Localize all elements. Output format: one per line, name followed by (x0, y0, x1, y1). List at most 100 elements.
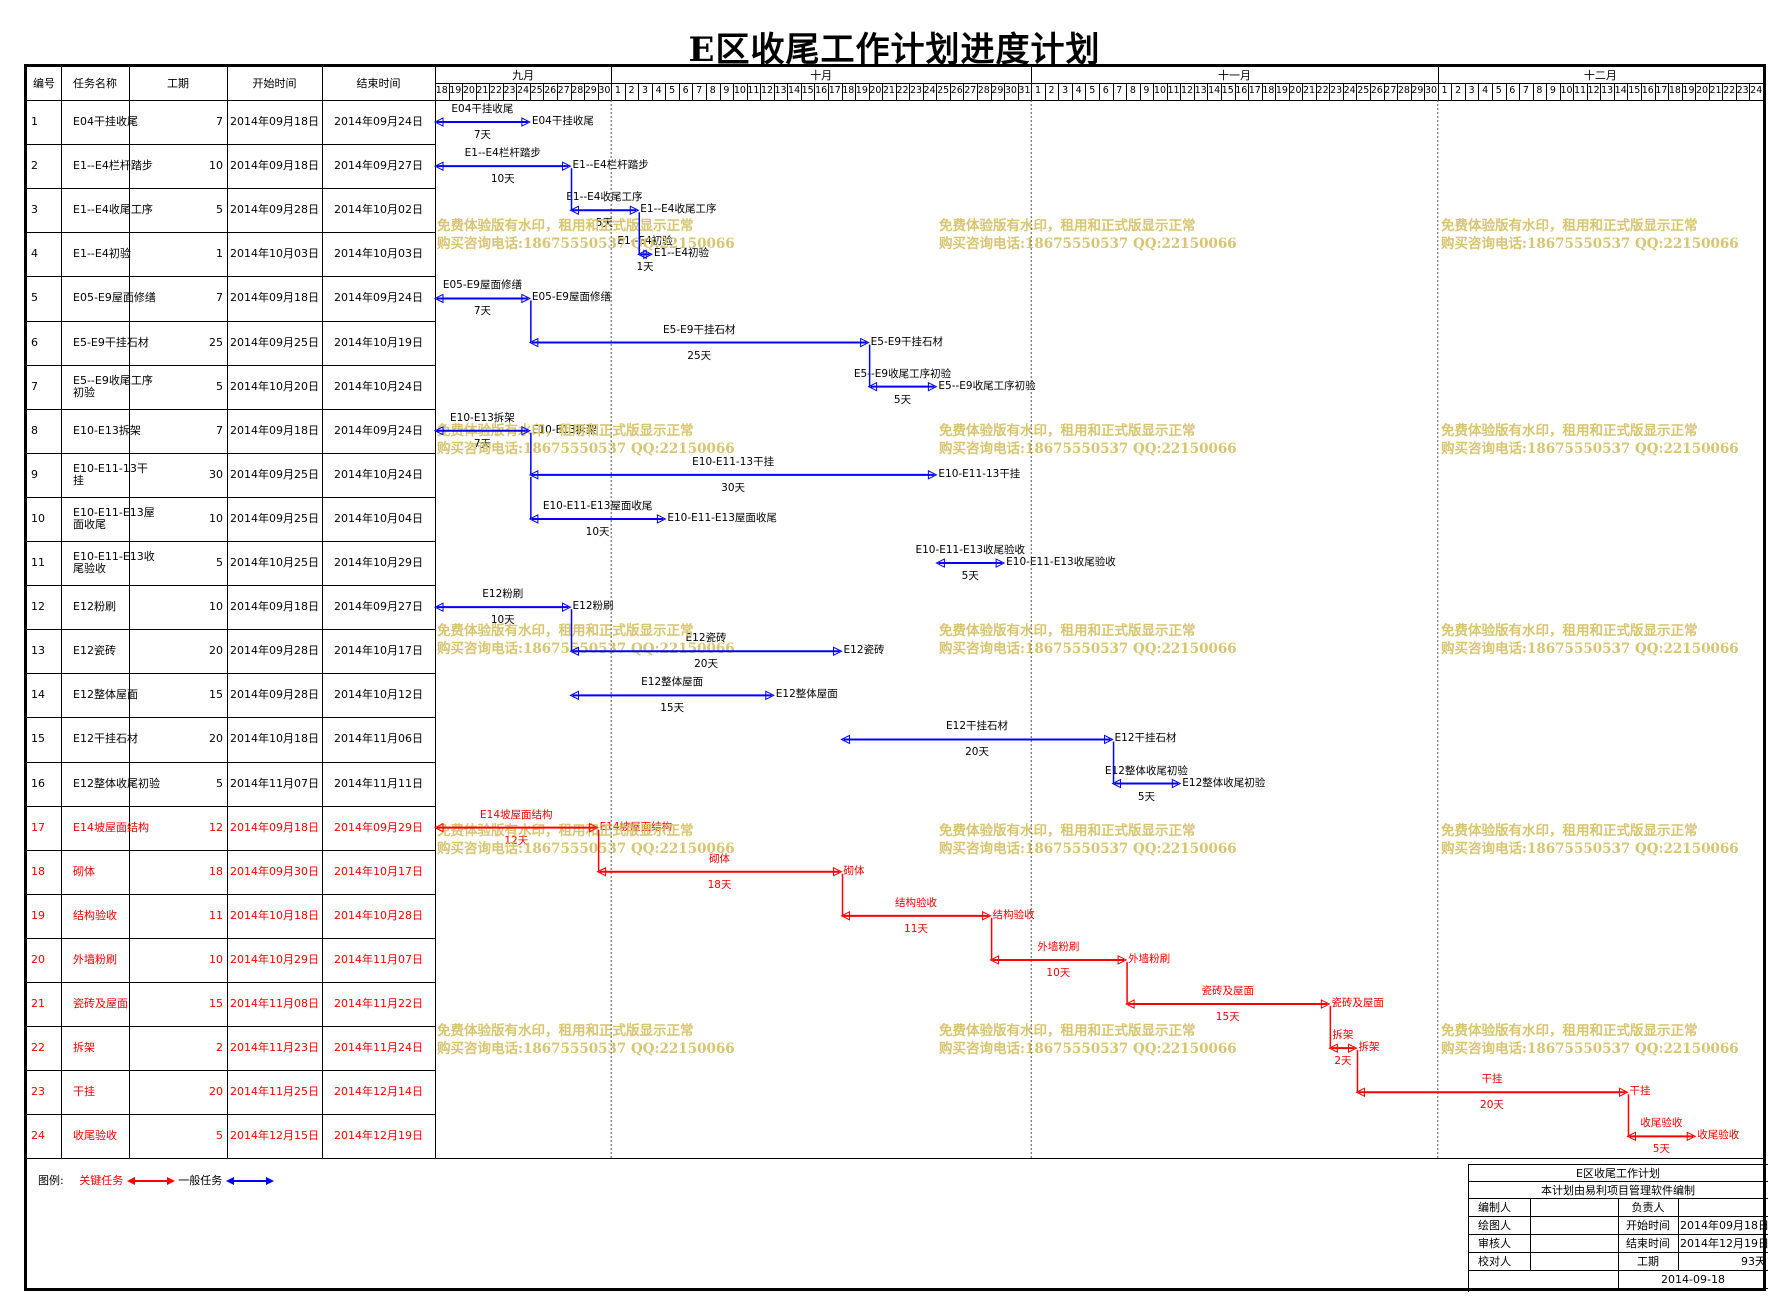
gantt-bar (596, 866, 843, 877)
gantt-bar (840, 911, 992, 921)
info-row-line (1468, 1164, 1768, 1165)
day-label: 16 (815, 85, 828, 96)
task-start: 2014年09月18日 (230, 600, 319, 614)
column-line (322, 67, 323, 1159)
day-separator (1261, 83, 1263, 100)
task-duration: 25 (209, 335, 223, 349)
bar-end-label: E05-E9屋面修缮 (531, 291, 611, 304)
bar-end-label: E5-E9干挂石材 (870, 335, 944, 348)
day-separator (1491, 83, 1493, 100)
task-name: E12瓷砖 (73, 644, 116, 658)
day-label: 18 (435, 85, 448, 96)
day-label: 18 (1262, 85, 1275, 96)
info-col-line (1678, 1198, 1679, 1216)
day-label: 6 (682, 85, 689, 96)
task-duration: 5 (216, 776, 223, 790)
day-separator (1627, 83, 1629, 100)
bar-duration-label: 10天 (1046, 966, 1071, 979)
bar-duration-label: 5天 (1652, 1143, 1670, 1156)
task-duration: 10 (209, 511, 223, 525)
watermark-line: 购买咨询电话:18675550537 QQ:22150066 (1441, 841, 1739, 857)
bar-duration-label: 25天 (687, 349, 712, 362)
day-label: 19 (855, 85, 868, 96)
day-separator (1695, 83, 1697, 100)
bar-end-label: E12粉刷 (572, 600, 614, 613)
bar-end-label: E12干挂石材 (1114, 732, 1177, 745)
day-separator (597, 83, 599, 100)
task-id: 2 (31, 159, 38, 173)
day-separator (1207, 83, 1209, 100)
day-label: 5 (1495, 85, 1502, 96)
page-title: E区收尾工作计划进度计划 (688, 30, 1101, 70)
info-key: 绘图人 (1478, 1219, 1511, 1232)
task-end: 2014年09月27日 (334, 159, 423, 173)
day-separator (1193, 83, 1195, 100)
gantt-bar (1328, 1043, 1358, 1053)
info-col-line (1618, 1252, 1619, 1270)
info-value: 2014年12月19日 (1680, 1237, 1769, 1250)
task-start: 2014年11月07日 (230, 776, 319, 790)
column-line (435, 67, 436, 1159)
task-id: 15 (31, 732, 45, 746)
day-separator (1464, 83, 1466, 100)
day-separator (1478, 83, 1480, 100)
month-separator (611, 67, 613, 100)
task-name: E10-E11-13干挂 (73, 461, 148, 487)
task-name: E10-E13拆架 (73, 423, 141, 437)
day-label: 4 (655, 85, 662, 96)
watermark-line: 免费体验版有水印，租用和正式版显示正常 (939, 823, 1196, 839)
watermark: 免费体验版有水印，租用和正式版显示正常购买咨询电话:18675550537 QQ… (437, 1022, 735, 1058)
bar-duration-label: 30天 (721, 481, 746, 494)
task-end: 2014年11月24日 (334, 1041, 423, 1055)
task-end: 2014年11月11日 (334, 776, 423, 790)
task-start: 2014年10月03日 (230, 247, 319, 261)
day-separator (1708, 83, 1710, 100)
month-label: 十二月 (1583, 69, 1617, 82)
column-line (61, 67, 62, 1159)
day-separator (1546, 83, 1548, 100)
day-label: 3 (1062, 85, 1069, 96)
legend: 图例: 关键任务 一般任务 (38, 1172, 274, 1188)
watermark-line: 购买咨询电话:18675550537 QQ:22150066 (939, 441, 1237, 457)
info-col-line (1678, 1216, 1679, 1234)
bar-end-label: 收尾验收 (1697, 1129, 1740, 1142)
day-separator (1139, 83, 1141, 100)
task-end: 2014年10月29日 (334, 556, 423, 570)
row-line (27, 673, 435, 675)
task-id: 4 (31, 247, 38, 261)
task-duration: 7 (216, 291, 223, 305)
info-key: 工期 (1637, 1255, 1659, 1268)
day-separator (1383, 83, 1385, 100)
task-name: E1--E4初验 (73, 247, 131, 261)
day-separator (1071, 83, 1073, 100)
task-id: 21 (31, 997, 45, 1011)
task-duration: 30 (209, 467, 223, 481)
watermark-line: 免费体验版有水印，租用和正式版显示正常 (437, 623, 694, 639)
bar-duration-label: 7天 (473, 437, 492, 450)
task-id: 20 (31, 952, 45, 966)
gantt-bar (433, 117, 531, 127)
day-separator (1017, 83, 1019, 100)
column-header: 编号 (33, 77, 55, 90)
task-id: 19 (31, 908, 45, 922)
day-label: 4 (1075, 85, 1082, 96)
day-label: 6 (1102, 85, 1109, 96)
day-separator (909, 83, 911, 100)
day-separator (1166, 83, 1168, 100)
task-name: E5--E9收尾工序初验 (73, 373, 153, 399)
month-label: 十月 (810, 69, 833, 82)
watermark-line: 购买咨询电话:18675550537 QQ:22150066 (1441, 641, 1739, 657)
row-line (27, 408, 435, 410)
gantt-bar (528, 470, 938, 480)
day-separator (760, 83, 762, 100)
task-id: 24 (31, 1129, 45, 1143)
info-col-line (1618, 1270, 1619, 1288)
bar-label: 收尾验收 (1640, 1117, 1683, 1130)
bar-label: E1--E4栏杆踏步 (464, 147, 541, 160)
task-start: 2014年09月18日 (230, 820, 319, 834)
info-col-line (1618, 1198, 1619, 1216)
task-name: E1--E4栏杆踏步 (73, 159, 153, 173)
task-id: 6 (31, 335, 38, 349)
row-line (27, 188, 435, 190)
